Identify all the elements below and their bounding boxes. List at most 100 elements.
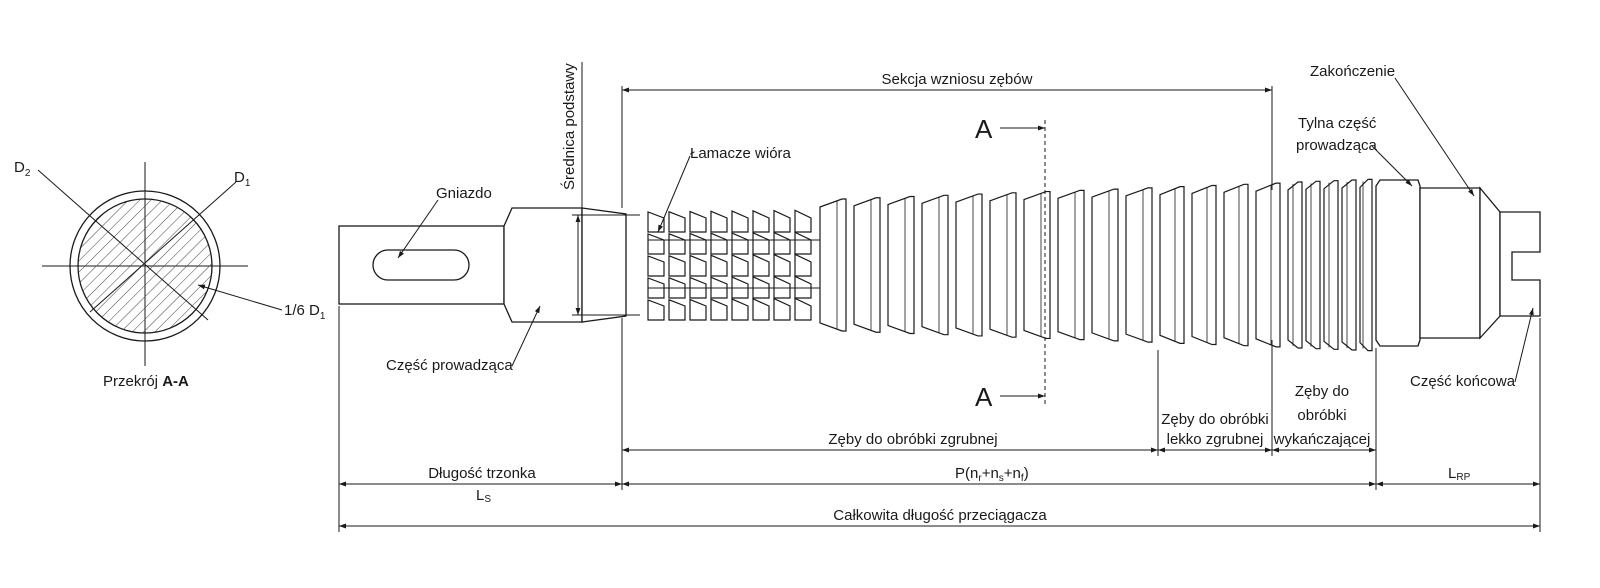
d2-leader-line <box>37 169 209 321</box>
chip-breaker-tooth <box>731 298 749 321</box>
cutting-tooth <box>1255 182 1281 348</box>
root-diameter-label: Średnica podstawy <box>560 63 578 190</box>
pilot-label: Część prowadząca <box>386 357 513 374</box>
ls-label: LS <box>476 487 491 505</box>
tooth-rise-dimension: Sekcja wzniosu zębów <box>621 71 1273 208</box>
semi-label-2: lekko zgrubnej <box>1167 431 1264 448</box>
chip-breaker-tooth <box>689 210 707 233</box>
cutting-tooth <box>1191 184 1217 346</box>
chip-breaker-tooth <box>794 253 812 277</box>
cutting-tooth <box>1057 189 1085 341</box>
total-length-label: Całkowita długość przeciągacza <box>833 507 1047 524</box>
chip-breaker-tooth <box>689 254 707 277</box>
rear-pilot-leader <box>1371 145 1413 187</box>
cutting-tooth <box>819 198 847 332</box>
cutting-teeth <box>819 178 1373 352</box>
semi-label-1: Zęby do obróbki <box>1161 411 1269 428</box>
section-cut-marker: A A <box>975 114 1046 412</box>
roughing-label: Zęby do obróbki zgrubnej <box>828 431 997 448</box>
chip-breaker-tooth <box>752 209 770 233</box>
cutting-tooth <box>1359 178 1373 352</box>
section-view-a-a: D2 D1 1/6 D1 Przekrój A-A <box>14 159 326 390</box>
length-dimensions: Zęby do obróbki zgrubnej Zęby do obróbki… <box>338 306 1541 532</box>
front-pilot <box>503 207 583 323</box>
tooth-rise-label: Sekcja wzniosu zębów <box>882 71 1033 88</box>
chip-breaker-tooth <box>752 275 770 299</box>
d1-label: D1 <box>234 169 251 189</box>
section-marker-bottom: A <box>975 382 993 412</box>
chip-breaker-tooth <box>731 210 749 233</box>
chip-breakers-label: Łamacze wióra <box>690 145 792 162</box>
chip-breaker-tooth <box>647 233 665 255</box>
chip-breaker-tooth <box>710 232 728 255</box>
chip-breaker-tooth <box>668 298 686 321</box>
chip-breaker-tooth <box>752 297 770 321</box>
chip-breaker-tooth <box>647 255 665 277</box>
root-diameter-hatched-circle <box>77 198 213 334</box>
socket-leader <box>397 199 439 259</box>
chip-breaker-tooth <box>752 253 770 277</box>
end-part <box>1499 211 1541 317</box>
section-title: Przekrój A-A <box>103 373 189 390</box>
socket-slot <box>372 249 470 281</box>
pilot-leader <box>511 305 541 367</box>
chip-breaker-tooth <box>794 275 812 299</box>
rear-body <box>1419 187 1481 339</box>
end-leader <box>1394 77 1475 197</box>
chip-breaker-tooth <box>668 210 686 233</box>
cutting-tooth <box>1125 187 1153 343</box>
rear-taper <box>1479 186 1501 340</box>
cutting-tooth <box>1305 180 1321 350</box>
cutting-tooth <box>955 193 983 337</box>
chip-breaker-tooth <box>647 211 665 233</box>
rear-pilot <box>1375 179 1421 347</box>
chip-breaker-tooth <box>710 298 728 321</box>
root-diameter-dimension: Średnica podstawy <box>560 62 640 316</box>
d1-leader-line <box>89 181 237 313</box>
broach-body <box>338 178 1541 352</box>
cutting-tooth <box>853 197 881 333</box>
chip-breaker-tooth <box>710 254 728 277</box>
chip-breaker-tooth <box>773 231 791 255</box>
cutting-tooth <box>989 192 1017 338</box>
finish-label-1: Zęby do <box>1295 383 1349 400</box>
cutting-tooth <box>1287 181 1303 349</box>
socket-label: Gniazdo <box>436 185 492 202</box>
cutting-tooth <box>1341 179 1357 351</box>
cutting-tooth <box>1091 188 1119 342</box>
chip-breaker-tooth <box>794 297 812 321</box>
cutting-tooth <box>887 195 915 335</box>
chip-breaker-tooth <box>773 253 791 277</box>
chip-breaker-tooth <box>668 254 686 277</box>
chip-breaker-tooth <box>794 231 812 255</box>
finish-label-2: obróbki <box>1297 407 1346 424</box>
chip-breaker-tooth <box>773 275 791 299</box>
chip-breaker-teeth <box>647 209 820 321</box>
finish-label-3: wykańczającej <box>1273 431 1371 448</box>
rear-pilot-label-1: Tylna część <box>1298 115 1377 132</box>
chip-breaker-tooth <box>731 232 749 255</box>
chip-breaker-tooth <box>689 232 707 255</box>
chip-breaker-tooth <box>668 232 686 255</box>
cutting-tooth <box>1023 190 1051 340</box>
pitch-label: P(nr+ns+nf) <box>955 465 1029 484</box>
end-label: Zakończenie <box>1310 63 1395 80</box>
chip-breaker-tooth <box>689 298 707 321</box>
shank-length-label: Długość trzonka <box>428 465 536 482</box>
cutting-tooth <box>921 194 949 336</box>
sixth-d1-leader <box>197 284 283 311</box>
chip-breaker-tooth <box>773 209 791 233</box>
front-pilot-taper <box>581 207 627 323</box>
cutting-tooth <box>1223 183 1249 347</box>
sixth-d1-label: 1/6 D1 <box>284 302 326 322</box>
chip-breaker-tooth <box>794 209 812 233</box>
d2-label: D2 <box>14 159 31 179</box>
rear-pilot-label-2: prowadząca <box>1296 137 1378 154</box>
chip-breaker-tooth <box>647 299 665 321</box>
outer-diameter-circle <box>69 190 221 342</box>
chip-breaker-tooth <box>773 297 791 321</box>
callouts: Gniazdo Część prowadząca Łamacze wióra Z… <box>386 63 1534 390</box>
chip-breakers-leader <box>657 155 691 233</box>
chip-breaker-tooth <box>752 231 770 255</box>
